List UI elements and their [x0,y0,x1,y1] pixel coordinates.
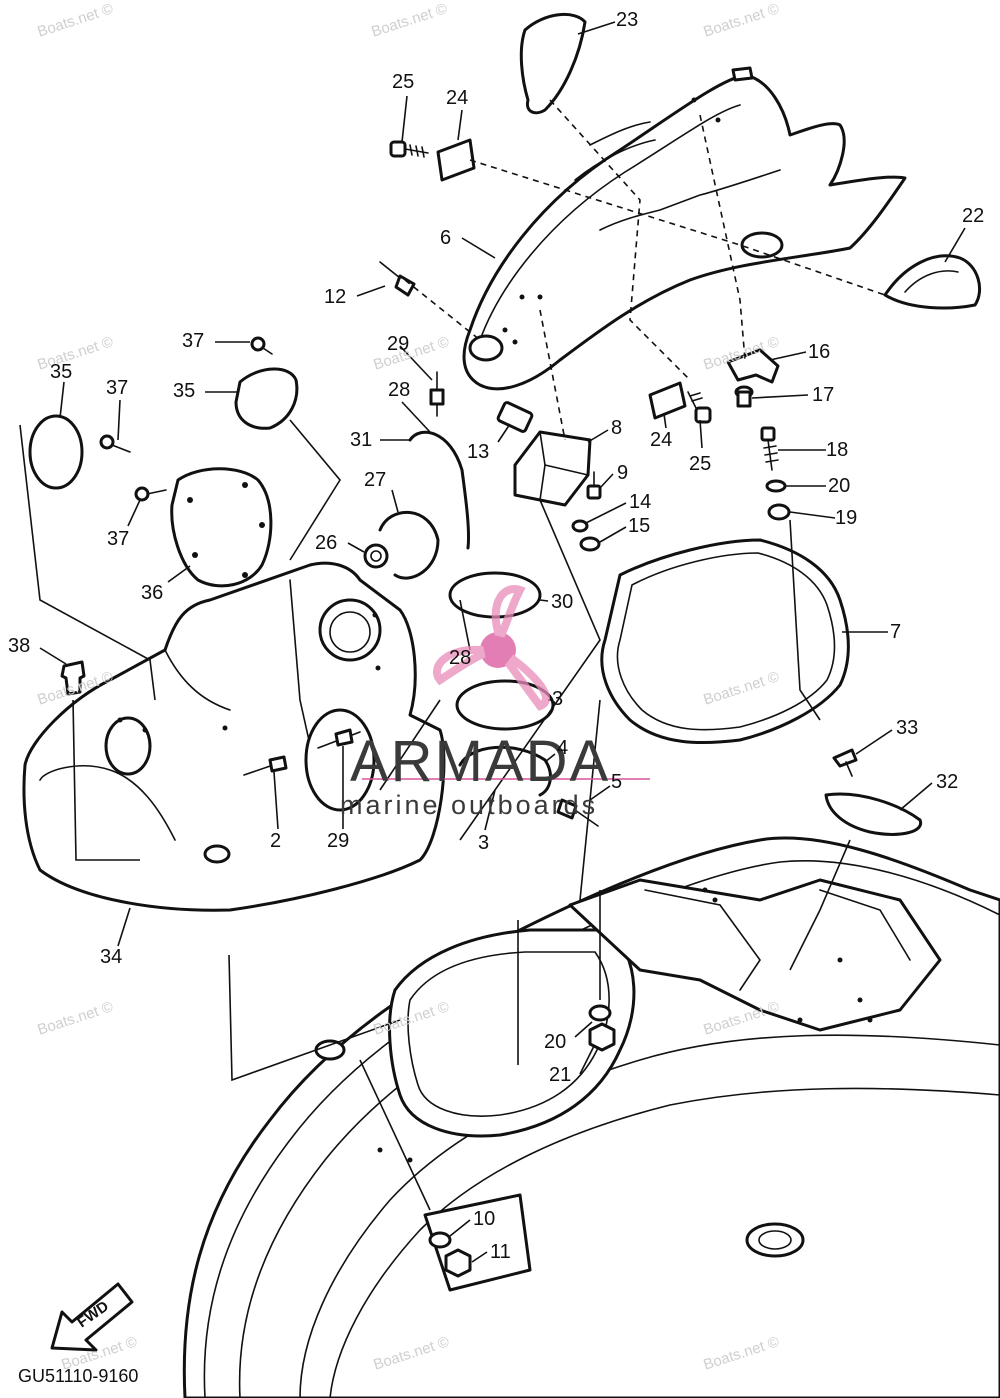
part-21-nut [588,1022,616,1052]
part-16-bracket [726,348,780,384]
callout-label: 35 [173,380,196,402]
part-29-rivet-lower [317,728,361,749]
callout-label: 8 [611,417,623,439]
part-26-grommet [363,543,389,569]
callout-label: 24 [650,429,673,451]
callout-label: 36 [141,582,164,604]
part-24-bracket-top [436,138,476,182]
hull-deck [182,836,1000,1398]
part-22-cover [883,254,981,310]
part-11-nut [444,1248,472,1278]
callout-label: 31 [350,429,373,451]
callout-label: 32 [936,771,959,793]
part-37-screw-top [250,336,273,355]
callout-label: 37 [106,377,129,399]
part-37-screw-low [134,486,167,502]
part-9-screw [586,471,602,500]
part-37-screw-mid [99,434,131,453]
part-2-rivet [243,755,288,776]
callout-label: 6 [440,227,452,249]
part-19-nut [767,503,791,521]
callout-label: 20 [544,1031,567,1053]
part-23-pad [519,12,587,115]
callout-label: 35 [50,361,73,383]
callout-label: 37 [182,330,205,352]
callout-label: 25 [689,453,712,475]
callout-label: 9 [617,462,629,484]
callout-label: 18 [826,439,849,461]
callout-label: 23 [616,9,639,31]
logo-tagline: marine outboards [340,790,599,820]
callout-label: 7 [890,621,902,643]
callout-label: 2 [270,830,282,852]
part-5-rivet [556,798,599,827]
part-25-bolt-top [389,140,429,158]
callout-label: 26 [315,532,338,554]
part-15-nut [579,536,601,552]
armada-logo-mark [362,585,650,780]
part-35-disc-left [28,414,84,490]
logo-name: ARMADA [350,729,611,794]
callout-label: 28 [449,647,472,669]
part-31-strap [408,430,471,550]
callout-label: 20 [828,475,851,497]
callout-label: 29 [327,830,350,852]
callout-label: 38 [8,635,31,657]
part-38-plug [60,660,86,696]
part-12-rivet [379,261,416,297]
seat-assembly [462,66,907,391]
part-7-seal [600,538,850,745]
callout-label: 13 [467,441,490,463]
callout-label: 34 [100,946,123,968]
callout-label: 27 [364,469,387,491]
fwd-arrow-icon [50,1282,134,1352]
callout-label: 21 [549,1064,572,1086]
part-20-washer-top [765,479,787,493]
callout-label: 11 [490,1241,511,1263]
callout-label: 25 [392,71,415,93]
callout-label: 29 [387,333,410,355]
part-33-screw [832,748,858,777]
callout-label: 15 [628,515,651,537]
callout-label: 28 [388,379,411,401]
assembly-lines [19,99,886,1211]
callout-label: 37 [107,528,130,550]
part-29-rivet-upper [429,371,445,417]
callout-label: 12 [324,286,347,308]
part-24-bracket-mid [648,381,687,420]
callout-label: 24 [446,87,469,109]
part-8-switch-unit [496,401,592,507]
part-35-disc-top [234,367,299,430]
callout-label: 16 [808,341,831,363]
callout-label: 14 [629,491,652,513]
part-18-stud [760,426,779,471]
part-25-bolt-mid [687,391,712,424]
callout-label: 17 [812,384,835,406]
callout-leaders [39,21,966,1263]
part-14-washer [571,519,589,533]
part-17-screw [734,385,754,408]
part-3-clamp-b [458,745,552,797]
part-32-plate [824,792,923,836]
callout-label: 3 [478,832,490,854]
part-20-washer-low [588,1004,612,1022]
callout-label: 19 [835,507,858,529]
diagram-reference-code: GU51110-9160 [18,1366,139,1386]
callout-label: 30 [551,591,574,613]
part-27-hose-clip [378,510,440,580]
callout-label: 33 [896,717,919,739]
part-10-washer [428,1231,452,1249]
callout-label: 22 [962,205,985,227]
callout-label: 4 [557,737,569,759]
callout-label: 3 [552,688,564,710]
callout-label: 5 [611,771,623,793]
part-34-storage-tray [22,561,446,912]
callout-label: 10 [473,1208,496,1230]
